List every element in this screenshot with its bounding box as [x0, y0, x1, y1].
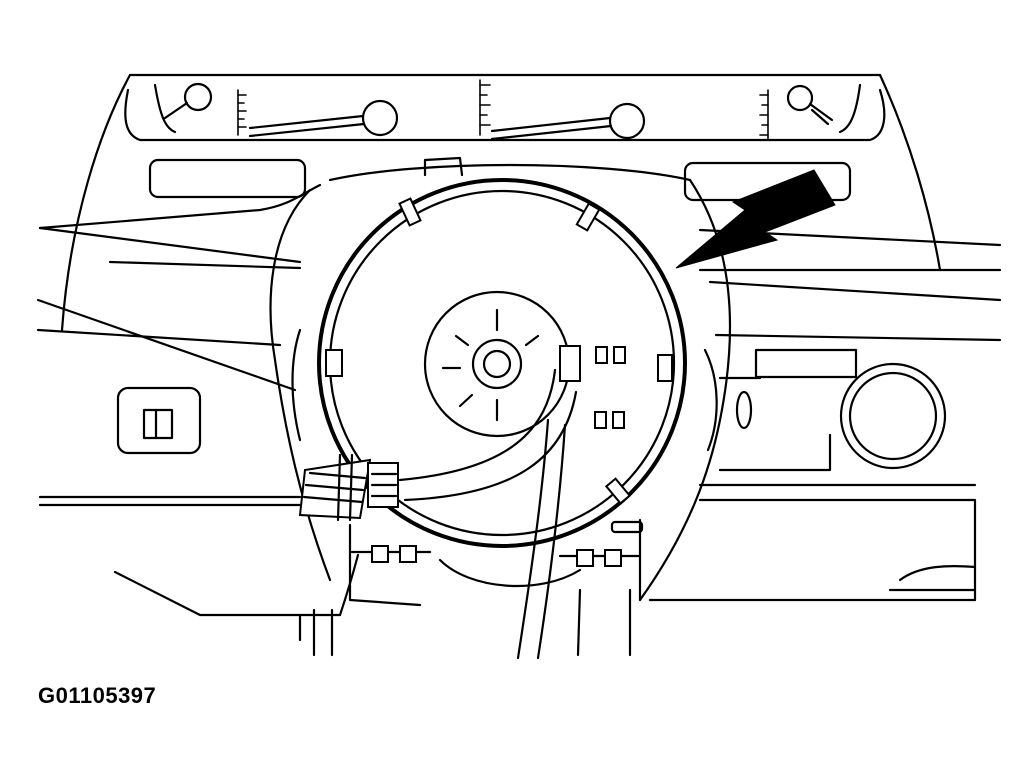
gauge-right-small	[786, 84, 834, 126]
clockspring	[317, 178, 687, 567]
gauge-left-small	[163, 82, 213, 120]
steering-column	[312, 588, 632, 657]
figure-id-label: G01105397	[38, 683, 157, 708]
gauge-center	[479, 79, 646, 141]
indicator-arrow	[675, 169, 836, 269]
gauge-right	[759, 89, 769, 141]
wiring-harness	[338, 368, 578, 660]
dashboard-trim	[36, 183, 1002, 642]
clockspring-electrical-connector	[298, 453, 399, 522]
gauge-left-large	[237, 89, 399, 138]
